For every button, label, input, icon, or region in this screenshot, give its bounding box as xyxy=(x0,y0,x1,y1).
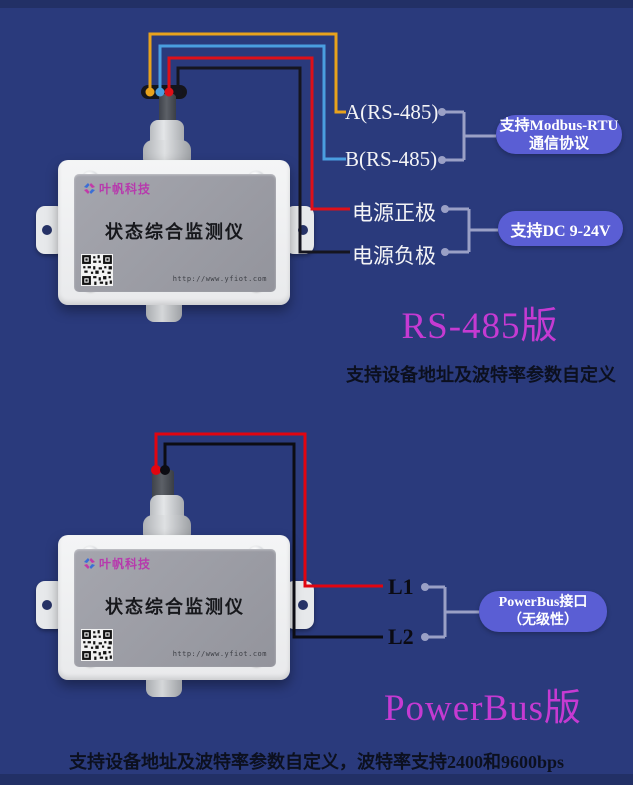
bottom-gland-stub xyxy=(146,305,182,322)
callout-powerbus-line1: PowerBus接口 xyxy=(498,594,588,610)
label-l1: L1 xyxy=(388,574,414,599)
bottom-edge-band xyxy=(0,774,633,785)
brand-name: 叶帆科技 xyxy=(99,557,152,571)
brand-name: 叶帆科技 xyxy=(99,182,152,196)
version-title-rs485: RS-485版 xyxy=(401,306,559,347)
pinwheel-logo-icon xyxy=(84,183,95,194)
device-url: http://www.yfiot.com xyxy=(172,650,267,658)
bracket-powerbus xyxy=(428,585,479,639)
device-enclosure: 叶帆科技 状态综合监测仪 http://www.yfiot.com xyxy=(58,535,290,680)
brand-row: 叶帆科技 xyxy=(83,180,151,197)
callout-modbus: 支持Modbus-RTU 通信协议 xyxy=(496,115,622,154)
bracket-dot xyxy=(438,108,446,116)
cable-gland-base xyxy=(143,140,191,162)
bracket-dot xyxy=(421,633,429,641)
pinwheel-logo-icon xyxy=(84,558,95,569)
label-a-rs485: A(RS-485) xyxy=(345,100,439,124)
note-powerbus: 支持设备地址及波特率参数自定义，波特率支持2400和9600bps xyxy=(68,752,565,772)
device-title: 状态综合监测仪 xyxy=(105,222,245,242)
version-title-powerbus: PowerBus版 xyxy=(383,688,583,729)
callout-powerbus-line2: （无级性） xyxy=(508,612,578,628)
callout-powerbus: PowerBus接口 （无级性） xyxy=(479,591,607,632)
bottom-gland-stub xyxy=(146,680,182,697)
label-power-positive: 电源正极 xyxy=(352,201,436,225)
bracket-dot xyxy=(438,156,446,164)
qr-code xyxy=(81,629,113,661)
label-b-rs485: B(RS-485) xyxy=(345,147,438,171)
note-rs485: 支持设备地址及波特率参数自定义 xyxy=(346,365,616,385)
bracket-power xyxy=(447,207,498,254)
device-label-panel: 叶帆科技 状态综合监测仪 http://www.yfiot.com xyxy=(74,174,276,292)
mounting-hole xyxy=(298,600,308,610)
mounting-hole xyxy=(42,225,52,235)
bracket-dot xyxy=(421,583,429,591)
cable-gland-base xyxy=(143,515,191,537)
qr-code xyxy=(81,254,113,286)
label-power-negative: 电源负极 xyxy=(352,244,436,268)
device-label-panel: 叶帆科技 状态综合监测仪 http://www.yfiot.com xyxy=(74,549,276,667)
device-url: http://www.yfiot.com xyxy=(172,275,267,283)
wire-a-rs485 xyxy=(148,32,346,114)
device-enclosure: 叶帆科技 状态综合监测仪 http://www.yfiot.com xyxy=(58,160,290,305)
top-edge-band xyxy=(0,0,633,8)
bracket-dot xyxy=(441,205,449,213)
device-title: 状态综合监测仪 xyxy=(105,597,245,617)
callout-dc-text: 支持DC 9-24V xyxy=(510,222,611,240)
mounting-hole xyxy=(42,600,52,610)
bracket-dot xyxy=(441,248,449,256)
callout-modbus-line1: 支持Modbus-RTU xyxy=(499,117,619,134)
callout-dc-range: 支持DC 9-24V xyxy=(498,211,623,246)
label-l2: L2 xyxy=(388,624,414,649)
mounting-hole xyxy=(298,225,308,235)
brand-row: 叶帆科技 xyxy=(83,555,151,572)
callout-modbus-line2: 通信协议 xyxy=(528,135,589,152)
bracket-rs485 xyxy=(444,110,496,162)
device-powerbus: 叶帆科技 状态综合监测仪 http://www.yfiot.com xyxy=(36,493,314,699)
device-rs485: 叶帆科技 状态综合监测仪 http://www.yfiot.com xyxy=(36,118,314,324)
